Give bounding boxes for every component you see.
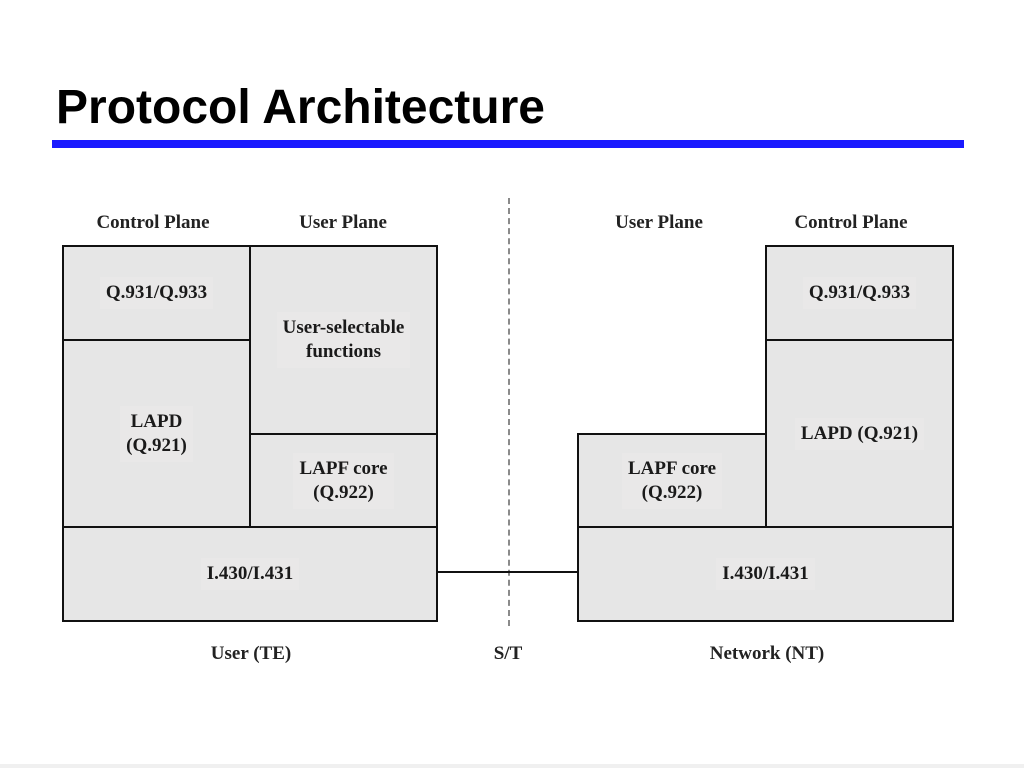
network-nt-label: Network (NT) [709,643,825,664]
user-user-plane-label: User Plane [299,212,387,233]
user-te-label: User (TE) [210,643,292,664]
user-lapd-box: LAPD (Q.921) [62,339,251,528]
user-control-plane-label: Control Plane [96,212,210,233]
network-lapd-label: LAPD (Q.921) [794,417,925,450]
reference-point-label: S/T [493,643,523,664]
network-physical-label: I.430/I.431 [716,558,815,590]
user-lapf-core-box: LAPF core (Q.922) [249,433,438,528]
network-physical-box: I.430/I.431 [577,526,954,622]
network-lapf-core-label: LAPF core (Q.922) [621,452,723,509]
user-q931-box: Q.931/Q.933 [62,245,251,341]
user-lapf-core-label: LAPF core (Q.922) [293,452,394,509]
network-q931-box: Q.931/Q.933 [765,245,954,341]
user-physical-box: I.430/I.431 [62,526,438,622]
user-selectable-functions-box: User-selectable functions [249,245,438,435]
user-lapd-label: LAPD (Q.921) [120,405,193,462]
physical-link-line [437,571,579,573]
title-underline [52,140,964,148]
reference-point-divider [508,198,510,626]
network-q931-label: Q.931/Q.933 [802,277,917,309]
network-lapf-core-box: LAPF core (Q.922) [577,433,767,528]
network-user-plane-label: User Plane [615,212,703,233]
network-lapd-box: LAPD (Q.921) [765,339,954,528]
user-physical-label: I.430/I.431 [200,558,300,590]
network-control-plane-label: Control Plane [794,212,908,233]
user-q931-label: Q.931/Q.933 [99,277,214,309]
slide-title: Protocol Architecture [56,81,545,134]
user-selectable-functions-label: User-selectable functions [276,312,411,368]
slide-bottom-strip [0,764,1024,768]
